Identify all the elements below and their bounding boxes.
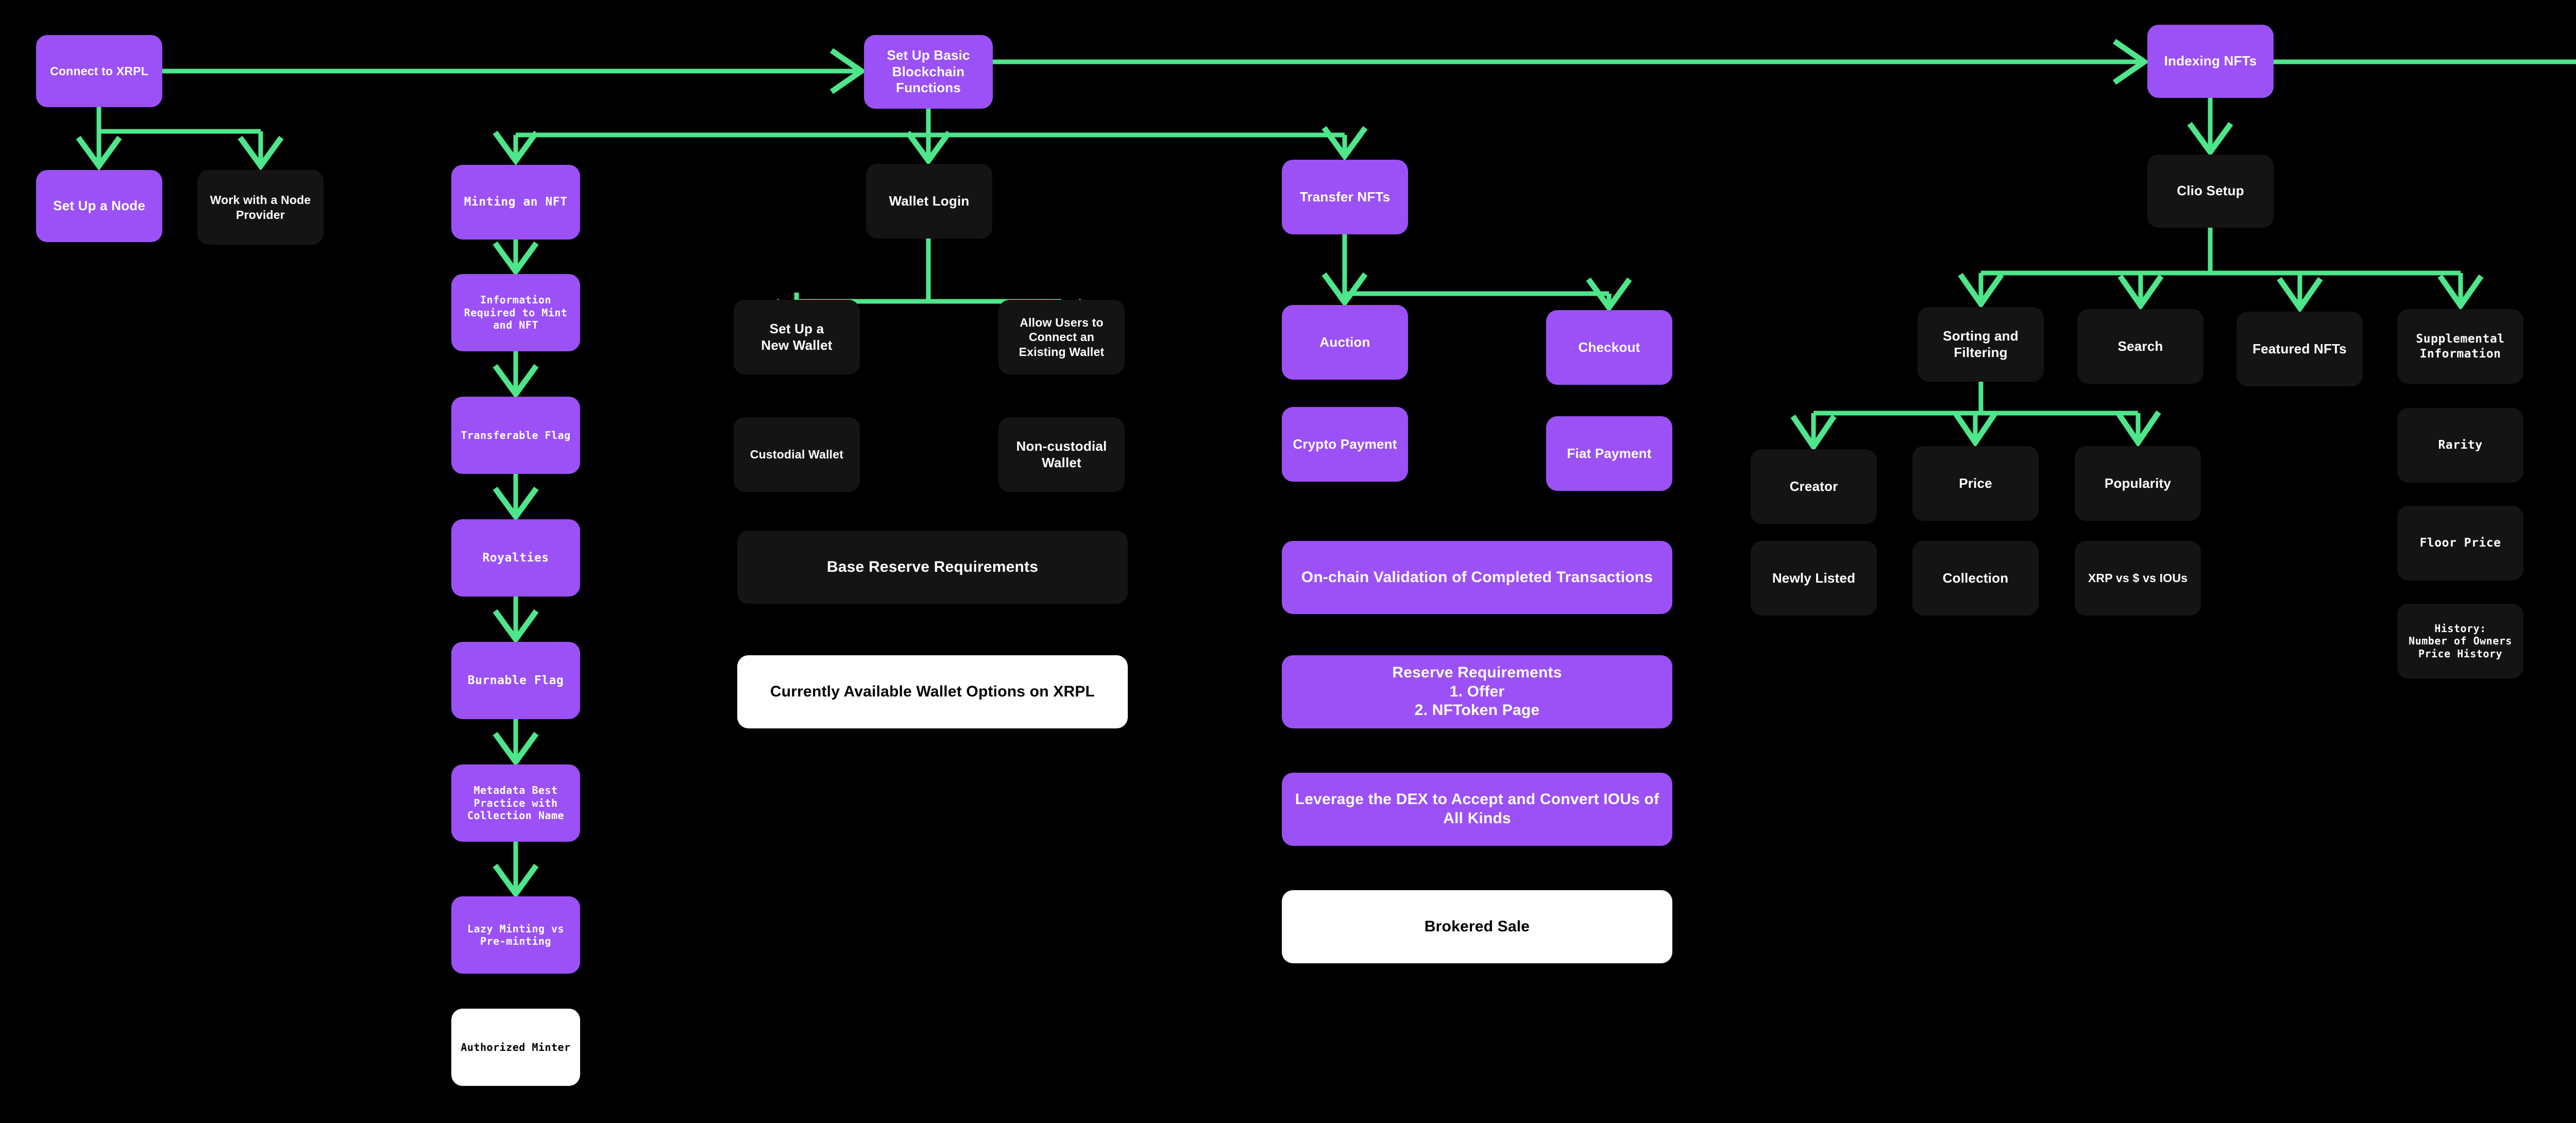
node-crypto-payment[interactable]: Crypto Payment <box>1282 407 1408 482</box>
node-history[interactable]: History: Number of Owners Price History <box>2397 604 2523 678</box>
node-set-up-basic-blockchain-functions[interactable]: Set Up Basic Blockchain Functions <box>864 35 993 109</box>
node-reserve-requirements[interactable]: Reserve Requirements 1. Offer 2. NFToken… <box>1282 655 1672 728</box>
node-transferable-flag[interactable]: Transferable Flag <box>451 397 580 474</box>
node-floor-price[interactable]: Floor Price <box>2397 506 2523 581</box>
node-sorting-and-filtering[interactable]: Sorting and Filtering <box>1918 307 2044 382</box>
node-work-with-a-node-provider[interactable]: Work with a Node Provider <box>197 170 324 245</box>
node-popularity[interactable]: Popularity <box>2075 446 2201 521</box>
node-rarity[interactable]: Rarity <box>2397 408 2523 483</box>
node-custodial-wallet[interactable]: Custodial Wallet <box>734 417 860 492</box>
node-metadata-best-practice[interactable]: Metadata Best Practice with Collection N… <box>451 764 580 842</box>
node-minting-an-nft[interactable]: Minting an NFT <box>451 165 580 240</box>
node-set-up-a-new-wallet[interactable]: Set Up a New Wallet <box>734 300 860 375</box>
node-brokered-sale[interactable]: Brokered Sale <box>1282 890 1672 963</box>
node-wallet-login[interactable]: Wallet Login <box>866 164 992 239</box>
node-royalties[interactable]: Royalties <box>451 519 580 597</box>
node-set-up-a-node[interactable]: Set Up a Node <box>36 170 162 242</box>
node-creator[interactable]: Creator <box>1751 449 1877 524</box>
node-supplemental-information[interactable]: Supplemental Information <box>2397 309 2523 384</box>
node-on-chain-validation[interactable]: On-chain Validation of Completed Transac… <box>1282 541 1672 614</box>
node-base-reserve-requirements[interactable]: Base Reserve Requirements <box>737 531 1128 604</box>
node-newly-listed[interactable]: Newly Listed <box>1751 541 1877 616</box>
node-authorized-minter[interactable]: Authorized Minter <box>451 1009 580 1086</box>
node-auction[interactable]: Auction <box>1282 305 1408 380</box>
node-indexing-nfts[interactable]: Indexing NFTs <box>2147 25 2274 98</box>
node-collection[interactable]: Collection <box>1912 541 2039 616</box>
node-transfer-nfts[interactable]: Transfer NFTs <box>1282 160 1408 234</box>
node-allow-users-to-connect-existing-wallet[interactable]: Allow Users to Connect an Existing Walle… <box>998 300 1125 375</box>
node-clio-setup[interactable]: Clio Setup <box>2147 155 2274 228</box>
node-checkout[interactable]: Checkout <box>1546 310 1672 385</box>
node-burnable-flag[interactable]: Burnable Flag <box>451 642 580 719</box>
node-non-custodial-wallet[interactable]: Non-custodial Wallet <box>998 417 1125 492</box>
node-fiat-payment[interactable]: Fiat Payment <box>1546 416 1672 491</box>
node-price[interactable]: Price <box>1912 446 2039 521</box>
node-information-required-to-mint[interactable]: Information Required to Mint and NFT <box>451 274 580 351</box>
node-xrp-vs-dollar-vs-ious[interactable]: XRP vs $ vs IOUs <box>2075 541 2201 616</box>
node-connect-to-xrpl[interactable]: Connect to XRPL <box>36 35 162 107</box>
node-search[interactable]: Search <box>2077 309 2204 384</box>
node-lazy-minting-vs-pre-minting[interactable]: Lazy Minting vs Pre-minting <box>451 896 580 974</box>
node-currently-available-wallet-options[interactable]: Currently Available Wallet Options on XR… <box>737 655 1128 728</box>
node-leverage-the-dex[interactable]: Leverage the DEX to Accept and Convert I… <box>1282 773 1672 846</box>
node-featured-nfts[interactable]: Featured NFTs <box>2236 312 2363 386</box>
